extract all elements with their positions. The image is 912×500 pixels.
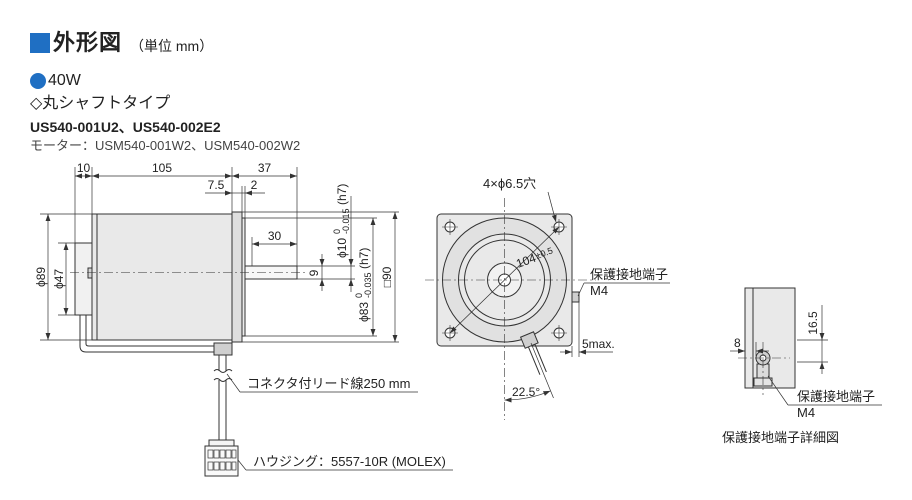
housing-label: ハウジング：5557-10R (MOLEX) <box>253 454 446 469</box>
front-view <box>425 198 596 420</box>
front-cable-line <box>534 344 547 373</box>
connector-top <box>208 439 235 447</box>
cable-angle-label: 22.5° <box>512 385 540 399</box>
dim-dia47: ϕ47 <box>52 269 66 289</box>
cable-break-bottom <box>213 378 233 382</box>
pilot-dia-lower-tol: -0.035 <box>363 272 373 298</box>
lead-wire-outer <box>79 315 214 353</box>
dim-30: 30 <box>268 229 282 243</box>
connector-pin <box>219 461 226 471</box>
ground-terminal <box>571 291 580 303</box>
dim-body-length: 105 <box>152 161 172 175</box>
pcd-value: 104 <box>514 251 538 271</box>
dim-back-length: 10 <box>77 161 91 175</box>
front-cable <box>519 331 547 375</box>
pilot-dia-fit: (h7) <box>357 248 371 269</box>
pilot-dia-nominal: ϕ83 <box>357 302 371 322</box>
cable-angle-reference-line <box>530 342 554 399</box>
mounting-holes-label: 4×ϕ6.5穴 <box>483 176 536 191</box>
connector-pin <box>219 449 226 459</box>
dim-pilot-diameter: ϕ83 0 -0.035 (h7) <box>354 248 373 322</box>
detail-ground-size: M4 <box>797 405 815 420</box>
side-view-labels: 10 105 37 7.5 2 30 ϕ89 ϕ47 9 ϕ10 0 -0.01… <box>34 161 446 469</box>
detail-view-dimensions <box>730 305 882 406</box>
shaft-dia-upper-tol: 0 <box>332 229 342 234</box>
housing-leader <box>237 459 247 471</box>
pcd-label: 104 ±0.5 <box>514 245 554 271</box>
connector-pin <box>225 461 232 471</box>
hole-crosshair <box>551 325 567 341</box>
connector-pin <box>213 449 220 459</box>
lead-wire-leader <box>226 373 241 393</box>
holes-leader <box>547 191 557 223</box>
side-view <box>70 211 308 343</box>
page-title: 外形図 <box>53 30 123 55</box>
protrusion-label: 5max. <box>582 337 615 351</box>
dim-shaft-diameter: ϕ10 0 -0.015 (h7) <box>332 184 351 258</box>
dim-shaft-length: 37 <box>258 161 272 175</box>
shaft-dia-fit: (h7) <box>335 184 349 205</box>
lead-wire-label: コネクタ付リード線250 mm <box>247 376 410 391</box>
lead-wire <box>79 315 239 477</box>
shaft-dia-lower-tol: -0.015 <box>341 208 351 234</box>
dim-square90: □90 <box>380 266 394 287</box>
detail-view <box>738 287 796 395</box>
detail-caption: 保護接地端子詳細図 <box>722 430 839 445</box>
ground-terminal-leader <box>577 282 585 297</box>
connector-pin <box>231 449 237 459</box>
product-models: US540-001U2、US540-002E2 <box>30 119 221 135</box>
motor-back-cap <box>74 242 93 316</box>
side-view-dimensions <box>40 167 453 471</box>
front-cable-clamp <box>519 331 539 349</box>
detail-ground-leader <box>767 375 789 406</box>
pcd-dimension-line <box>449 226 560 334</box>
connector-pin <box>207 461 214 471</box>
unit-note: （単位 mm） <box>130 38 214 54</box>
front-view-labels: 4×ϕ6.5穴 104 ±0.5 保護接地端子 M4 5max. 22.5° <box>483 176 668 399</box>
connector-pins <box>207 449 237 471</box>
heading-square-icon <box>30 33 50 53</box>
cable-break-top <box>213 369 233 373</box>
detail-ground-label: 保護接地端子 <box>797 389 875 404</box>
front-cable-line <box>527 346 541 375</box>
bullet-circle-icon <box>30 73 46 89</box>
motor-body <box>91 213 233 341</box>
motor-models: モーター：USM540-001W2、USM540-002W2 <box>30 138 301 153</box>
dim-dia89: ϕ89 <box>34 267 48 287</box>
dim-9: 9 <box>307 269 321 276</box>
cable-clamp <box>213 342 233 356</box>
detail-dim-width: 8 <box>734 336 741 350</box>
detail-view-labels: 16.5 8 保護接地端子 M4 保護接地端子詳細図 <box>722 311 875 445</box>
dim-flange-thickness: 7.5 <box>208 178 225 192</box>
front-view-dimensions <box>449 191 670 403</box>
dim-pilot-length: 2 <box>251 178 258 192</box>
connector-pin <box>213 461 220 471</box>
motor-flange <box>231 211 243 343</box>
power-rating: 40W <box>48 72 81 89</box>
detail-dim-height: 16.5 <box>806 311 820 335</box>
connector-pin <box>225 449 232 459</box>
shaft-dia-nominal: ϕ10 <box>335 238 349 258</box>
pilot-dia-upper-tol: 0 <box>354 293 364 298</box>
connector-pin <box>231 461 237 471</box>
ground-terminal-size: M4 <box>590 283 608 298</box>
lead-wire-inner <box>85 315 214 347</box>
connector-housing <box>204 445 239 477</box>
ground-terminal-label: 保護接地端子 <box>590 267 668 282</box>
connector-pin <box>207 449 214 459</box>
cable-angle-arc <box>504 390 551 403</box>
shaft-type: ◇丸シャフトタイプ <box>30 95 171 112</box>
